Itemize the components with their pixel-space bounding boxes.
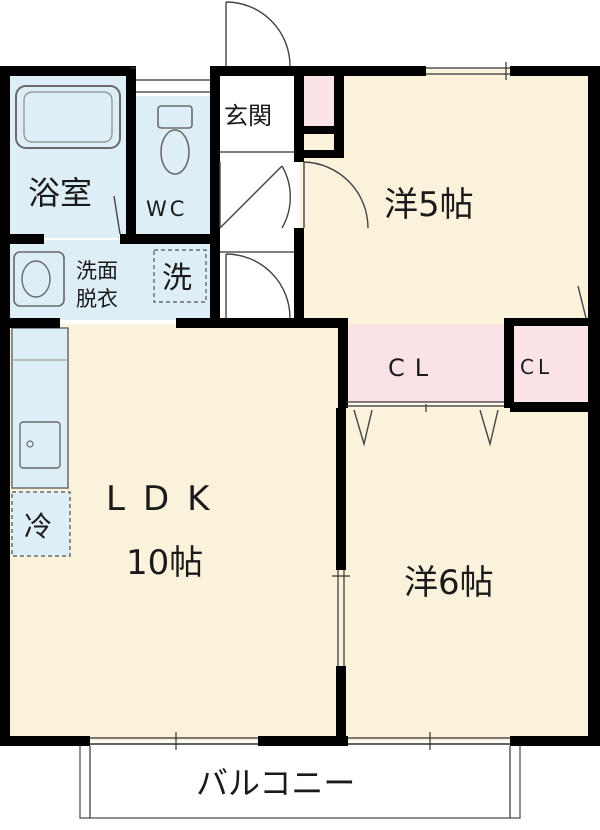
- washroom-label-1: 洗面: [76, 259, 118, 283]
- closet-small-label: CL: [520, 355, 553, 379]
- western-5-label: 洋5帖: [384, 185, 474, 225]
- walls: [0, 66, 600, 746]
- washroom-label-2: 脱衣: [76, 287, 118, 311]
- wc-label: WC: [146, 197, 187, 221]
- sink-drain: [26, 440, 34, 448]
- washer-label: 洗: [162, 261, 192, 296]
- wash-basin-bowl: [21, 260, 51, 298]
- toilet-tank: [157, 105, 193, 129]
- western-6-room: [340, 404, 590, 741]
- thin-lines: [89, 62, 511, 818]
- ldk-label: LDK: [106, 479, 227, 519]
- western-6-label: 洋6帖: [404, 563, 494, 603]
- fridge-label: 冷: [24, 510, 52, 543]
- closet-large-label: CL: [388, 354, 438, 382]
- washer-pan: [153, 249, 207, 303]
- shoe-cabinet: [304, 74, 338, 126]
- ldk-size-label: 10帖: [126, 543, 203, 583]
- bath-label: 浴室: [28, 174, 92, 212]
- doors: [113, 1, 587, 447]
- toilet-bowl: [160, 129, 190, 175]
- western-5-room: [300, 68, 588, 324]
- balcony-area: [79, 743, 521, 819]
- balcony-label: バルコニー: [196, 764, 355, 802]
- genkan-label: 玄関: [224, 102, 272, 130]
- fridge-space: [11, 491, 71, 557]
- bathtub-inner: [23, 91, 113, 143]
- kitchen-sink: [19, 421, 61, 469]
- closet-large: [346, 324, 504, 402]
- bathtub: [15, 85, 121, 149]
- closet-small: [514, 324, 588, 402]
